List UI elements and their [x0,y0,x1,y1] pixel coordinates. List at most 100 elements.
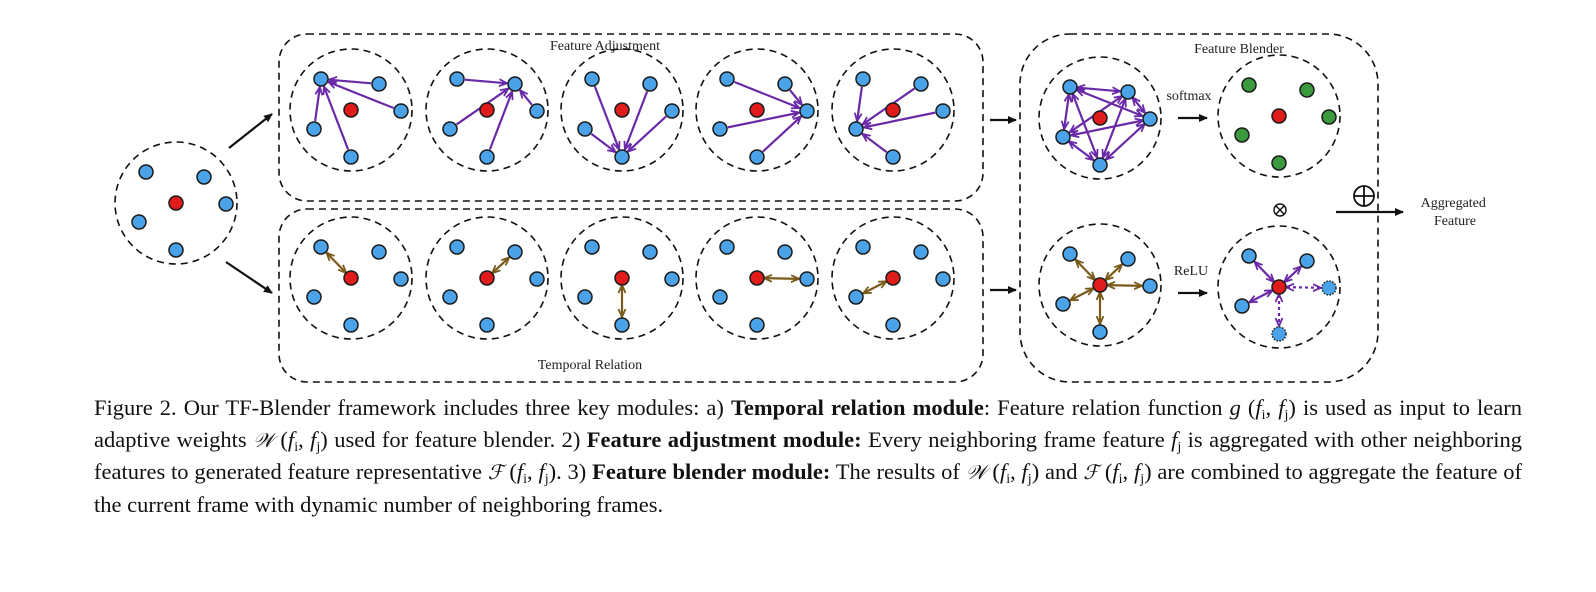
current-frame-node [343,270,359,286]
neighbor-frame-node [507,76,523,92]
neighbor-frame-node [371,244,387,260]
current-frame-node [479,102,495,118]
current-frame-node [885,102,901,118]
output-label-line2: Feature [1434,214,1476,229]
adjust-edge [329,80,372,84]
relation-edge [765,278,799,279]
neighbor-frame-node [848,289,864,305]
neighbor-frame-node [343,317,359,333]
flow-arrow-to-adjustment [228,113,273,149]
caption-module1-text-c: used for feature blender. 2) [327,426,587,452]
neighbor-frame-node [855,71,871,87]
neighbor-frame-node [507,244,523,260]
neighbor-frame-node [1062,79,1078,95]
neighbor-frame-node [1055,129,1071,145]
neighbor-frame-node [664,103,680,119]
neighbor-frame-node [1092,324,1108,340]
pruned-neighbor-node [1321,280,1337,296]
relation-edge [493,257,509,272]
feature-adjustment-graph [831,48,955,172]
frame-boundary [1217,225,1341,349]
feature-adjustment-graph [695,48,819,172]
caption-module1-text-b: is used as input to learn adaptive weigh… [94,395,1523,452]
caption-module2-text-a: Every neighboring frame feature [861,426,1172,452]
caption-module2-title: Feature adjustment module: [586,426,862,452]
output-label-line1: Aggregated [1421,196,1486,211]
caption-module2-text-c: . 3) [556,459,593,484]
neighbor-frame-node [1234,298,1250,314]
neighbor-frame-node [449,71,465,87]
neighbor-frame-node [313,71,329,87]
frame-boundary [289,48,413,172]
caption-args: (fi, fj) [274,426,328,455]
current-frame-node [1271,108,1287,124]
neighbor-frame-node [584,239,600,255]
neighbor-frame-node [1299,253,1315,269]
neighbor-frame-node [614,149,630,165]
neighbor-frame-node [168,242,184,258]
neighbor-frame-node [131,214,147,230]
relation-edge [1108,285,1142,286]
neighbor-frame-node [1120,84,1136,100]
neighbor-frame-node [1321,109,1337,125]
neighbor-frame-node [196,169,212,185]
neighbor-frame-node [577,289,593,305]
neighbor-frame-node [712,121,728,137]
adjust-edge [864,111,936,128]
neighbor-frame-node [529,103,545,119]
neighbor-frame-node [138,164,154,180]
adjust-edge [464,80,507,84]
neighbor-frame-node [584,71,600,87]
adjust-edge [314,87,320,122]
neighbor-frame-node [479,317,495,333]
caption-args: (fi, fj) [1099,459,1152,487]
feature-adjustment-graph [289,48,413,172]
neighbor-frame-node [885,149,901,165]
adjust-edge [789,89,802,105]
frame-boundary [695,216,819,340]
current-frame-node [343,102,359,118]
neighbor-frame-node [1142,111,1158,127]
caption-prefix: Figure 2. Our TF-Blender framework inclu… [94,395,731,420]
neighbor-frame-node [393,103,409,119]
adjust-edge [328,82,394,110]
relation-edge [1076,260,1095,280]
neighbor-frame-node [913,244,929,260]
adjust-edge [488,91,512,150]
current-frame-node [749,102,765,118]
current-frame-node [885,270,901,286]
current-frame-node [1271,279,1287,295]
adjust-edge [734,80,799,108]
adjust-edge [857,86,863,121]
relation-edge [1255,262,1274,282]
neighbor-frame-node [855,239,871,255]
neighbor-frame-node [712,289,728,305]
adjust-edge [625,91,649,149]
feature-adjustment-panel [278,33,984,202]
feature-adjustment-graph [560,48,684,172]
multiply-icon [1273,203,1287,217]
caption-g-fn: g [1229,395,1241,420]
temporal-relation-graph [695,216,819,340]
neighbor-frame-node [719,71,735,87]
relu-weight-graph [1217,225,1341,349]
neighbor-frame-node [479,149,495,165]
caption-W-fn: 𝒲 [253,427,275,452]
caption-module1-text-a: : Feature relation function [983,395,1230,420]
relation-edge [1285,266,1301,281]
pairwise-edge [1069,142,1093,160]
neighbor-frame-node [777,244,793,260]
caption-module2-text-b: is aggregated with other neighboring fea… [94,426,1522,485]
temporal-relation-graph [289,216,413,340]
neighbor-frame-node [642,244,658,260]
relation-edge [1249,291,1272,303]
neighbor-frame-node [935,103,951,119]
neighbor-frame-node [306,289,322,305]
neighbor-frame-node [885,317,901,333]
pairwise-edge [1078,88,1120,92]
temporal-relation-graph [831,216,955,340]
relation-edge [327,253,346,273]
neighbor-frame-node [614,317,630,333]
pruned-neighbor-node [1271,326,1287,342]
neighbor-frame-node [848,121,864,137]
